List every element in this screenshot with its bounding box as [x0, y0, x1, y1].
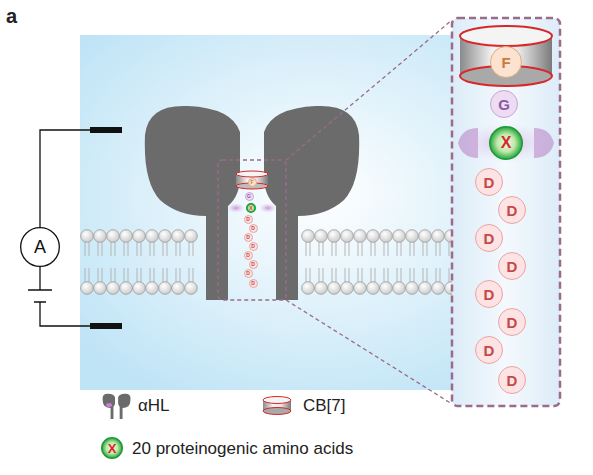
cb7-ring-small — [236, 171, 268, 189]
legend-text: 20 proteinogenic amino acids — [132, 440, 353, 457]
residue-letter: D — [244, 251, 253, 260]
inset-box — [452, 18, 560, 406]
residue-letter: D — [249, 260, 258, 269]
amino-acid-bead: G — [245, 192, 254, 201]
ahl-pore — [145, 106, 359, 300]
amino-acid-bead: D — [249, 224, 258, 233]
amino-acid-bead: X — [489, 126, 523, 160]
amino-acid-bead: F — [490, 46, 522, 78]
cb7-ring-large — [460, 26, 552, 86]
residue-letter: D — [498, 252, 526, 280]
residue-letter: X — [489, 126, 523, 160]
amino-acid-bead: X — [101, 437, 123, 459]
residue-letter: D — [498, 308, 526, 336]
residue-letter: G — [490, 90, 518, 118]
residue-letter: D — [244, 233, 253, 242]
residue-letter: D — [249, 279, 258, 288]
constriction-glow — [259, 203, 277, 213]
residue-letter: D — [475, 224, 503, 252]
amino-acid-bead: D — [475, 280, 503, 308]
legend-cb7-icon — [263, 397, 291, 415]
residue-letter: D — [475, 280, 503, 308]
zoom-line — [286, 300, 452, 404]
residue-letter: F — [248, 178, 257, 187]
amino-acid-bead: X — [246, 203, 256, 213]
legend-ahl-glow — [106, 403, 112, 407]
residue-letter: D — [244, 269, 253, 278]
battery-plate — [34, 301, 46, 303]
zoom-box — [218, 160, 286, 300]
battery-plate — [28, 289, 52, 291]
residue-letter: D — [249, 242, 258, 251]
legend-text: CB[7] — [303, 397, 346, 414]
amino-acid-bead: D — [498, 196, 526, 224]
electrode — [90, 323, 122, 329]
amino-acid-bead: D — [249, 242, 258, 251]
residue-letter: D — [498, 366, 526, 394]
residue-letter: D — [244, 215, 253, 224]
residue-letter: D — [475, 168, 503, 196]
residue-letter: X — [101, 437, 123, 459]
legend-ahl-icon — [103, 394, 131, 419]
zoom-line — [286, 20, 452, 160]
amino-acid-bead: D — [498, 308, 526, 336]
constriction-glow — [227, 203, 245, 213]
amino-acid-bead: D — [244, 233, 253, 242]
circuit-wires — [40, 130, 92, 326]
amino-acid-bead: D — [475, 168, 503, 196]
meter-symbol: A — [20, 227, 60, 267]
amino-acid-bead: D — [475, 224, 503, 252]
residue-letter: D — [498, 196, 526, 224]
amino-acid-bead: D — [498, 366, 526, 394]
residue-letter: G — [245, 192, 254, 201]
ammeter: A — [20, 227, 60, 267]
amino-acid-bead: D — [244, 269, 253, 278]
constriction-glow — [462, 123, 550, 163]
residue-letter: D — [249, 224, 258, 233]
panel-letter: a — [6, 6, 17, 26]
amino-acid-bead: G — [490, 90, 518, 118]
residue-letter: X — [246, 203, 256, 213]
electrode — [90, 127, 122, 133]
amino-acid-bead: D — [498, 252, 526, 280]
amino-acid-bead: D — [249, 279, 258, 288]
amino-acid-bead: F — [248, 178, 257, 187]
residue-letter: F — [490, 46, 522, 78]
residue-letter: D — [475, 336, 503, 364]
amino-acid-bead: D — [475, 336, 503, 364]
amino-acid-bead: D — [249, 260, 258, 269]
amino-acid-bead: D — [244, 215, 253, 224]
amino-acid-bead: D — [244, 251, 253, 260]
legend-text: αHL — [138, 397, 170, 414]
